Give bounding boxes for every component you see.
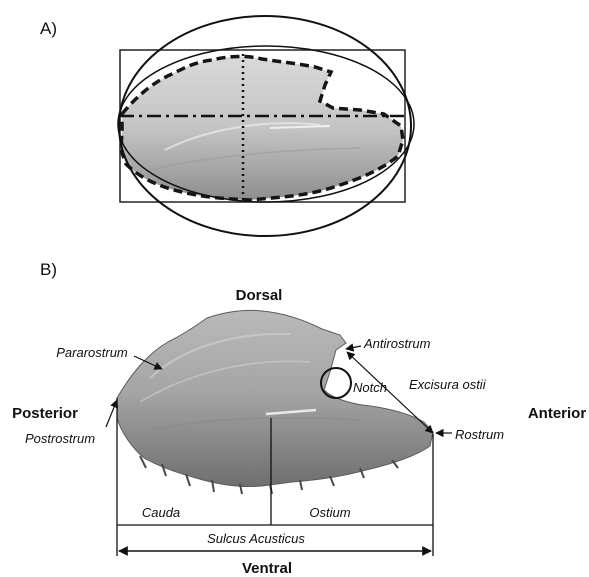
label-anterior: Anterior (528, 405, 587, 422)
panel-a-otolith (121, 56, 403, 200)
label-sulcus-acusticus: Sulcus Acusticus (207, 531, 305, 546)
label-notch: Notch (353, 380, 387, 395)
label-cauda: Cauda (142, 505, 180, 520)
postrostrum-pointer (106, 400, 117, 427)
label-pararostrum: Pararostrum (56, 345, 128, 360)
panel-b-label: B) (40, 260, 57, 279)
panel-a-label: A) (40, 19, 57, 38)
label-antirostrum: Antirostrum (363, 336, 431, 351)
label-excisura-ostii: Excisura ostii (409, 377, 487, 392)
otolith-silhouette-a (121, 56, 403, 200)
label-dorsal: Dorsal (236, 287, 283, 304)
label-ventral: Ventral (242, 560, 292, 577)
antirostrum-pointer (346, 346, 361, 349)
label-posterior: Posterior (12, 405, 78, 422)
label-ostium: Ostium (309, 505, 350, 520)
label-postrostrum: Postrostrum (25, 431, 95, 446)
label-rostrum: Rostrum (455, 427, 504, 442)
